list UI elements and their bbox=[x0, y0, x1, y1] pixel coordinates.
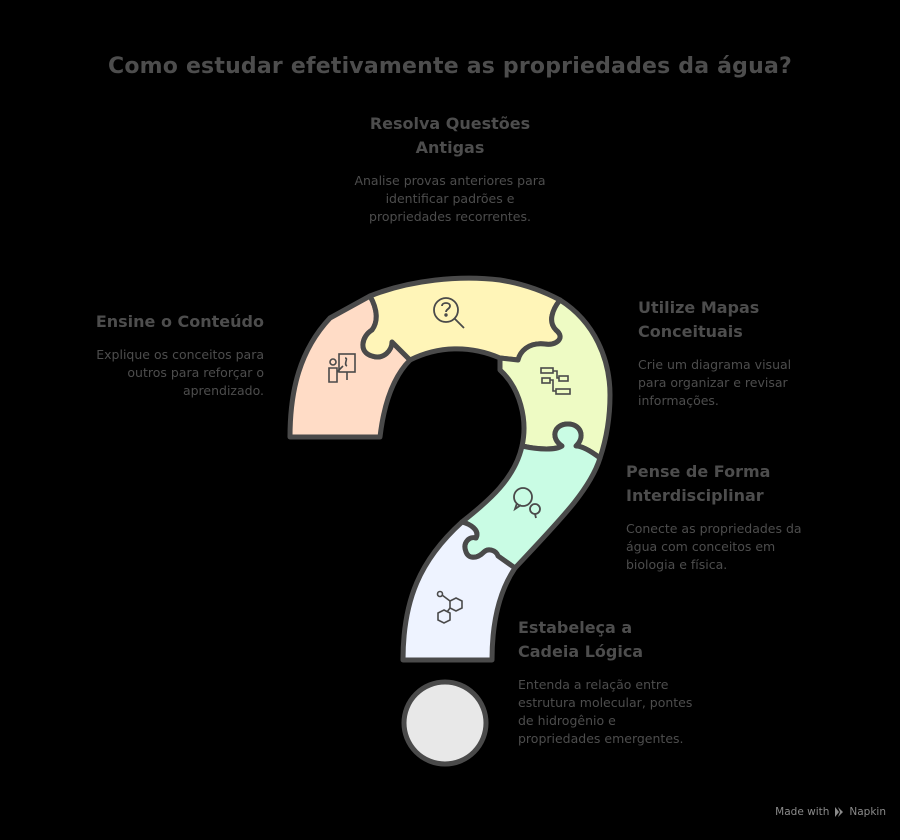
concept-map-icon bbox=[540, 367, 571, 395]
question-mark-dot bbox=[401, 679, 489, 767]
page-title: Como estudar efetivamente as propriedade… bbox=[107, 54, 793, 79]
step-description: Analise provas anteriores para identific… bbox=[320, 172, 580, 226]
footer-attribution: Made with Napkin bbox=[775, 806, 886, 818]
description-line: aprendizado. bbox=[182, 383, 264, 398]
teacher-board-icon bbox=[328, 353, 356, 383]
description-line: biologia e física. bbox=[626, 557, 728, 572]
description-line: Crie um diagrama visual bbox=[638, 357, 792, 372]
made-with-label: Made with bbox=[775, 806, 830, 818]
step-description: Crie um diagrama visual para organizar e… bbox=[638, 356, 878, 410]
step-heading: Estabeleça a Cadeia Lógica bbox=[518, 616, 768, 664]
step-heading: Pense de Forma Interdisciplinar bbox=[626, 460, 876, 508]
description-line: Analise provas anteriores para bbox=[354, 173, 546, 188]
heading-line: Pense de Forma bbox=[626, 462, 771, 481]
description-line: informações. bbox=[638, 393, 719, 408]
piece-interdisciplinar bbox=[459, 421, 603, 571]
head-question-search-icon bbox=[433, 297, 465, 329]
description-line: para organizar e revisar bbox=[638, 375, 788, 390]
description-line: identificar padrões e bbox=[385, 191, 515, 206]
description-line: outros para reforçar o bbox=[127, 365, 264, 380]
step-description: Entenda a relação entre estrutura molecu… bbox=[518, 676, 768, 748]
step-description: Conecte as propriedades da água com conc… bbox=[626, 520, 876, 574]
description-line: Explique os conceitos para bbox=[96, 347, 264, 362]
step-cadeia: Estabeleça a Cadeia Lógica Entenda a rel… bbox=[518, 616, 768, 748]
heading-line: Utilize Mapas bbox=[638, 298, 760, 317]
heading-line: Cadeia Lógica bbox=[518, 642, 644, 661]
description-line: Conecte as propriedades da bbox=[626, 521, 802, 536]
step-heading: Resolva Questões Antigas bbox=[320, 112, 580, 160]
molecule-icon bbox=[436, 590, 463, 624]
heading-line: Resolva Questões bbox=[369, 114, 531, 133]
description-line: propriedades recorrentes. bbox=[369, 209, 531, 224]
step-heading: Ensine o Conteúdo bbox=[40, 310, 264, 334]
step-interdisciplinar: Pense de Forma Interdisciplinar Conecte … bbox=[626, 460, 876, 574]
description-line: Entenda a relação entre bbox=[518, 677, 669, 692]
step-resolva: Resolva Questões Antigas Analise provas … bbox=[320, 112, 580, 226]
description-line: estrutura molecular, pontes bbox=[518, 695, 693, 710]
step-description: Explique os conceitos para outros para r… bbox=[40, 346, 264, 400]
description-line: de hidrogênio e bbox=[518, 713, 616, 728]
description-line: água com conceitos em bbox=[626, 539, 776, 554]
heading-line: Ensine o Conteúdo bbox=[95, 312, 264, 331]
step-mapas: Utilize Mapas Conceituais Crie um diagra… bbox=[638, 296, 878, 410]
heading-line: Estabeleça a bbox=[518, 618, 633, 637]
piece-cadeia bbox=[400, 519, 518, 663]
heading-line: Interdisciplinar bbox=[626, 486, 764, 505]
step-heading: Utilize Mapas Conceituais bbox=[638, 296, 878, 344]
step-ensine: Ensine o Conteúdo Explique os conceitos … bbox=[40, 310, 264, 400]
description-line: propriedades emergentes. bbox=[518, 731, 684, 746]
speech-bubbles-icon bbox=[513, 487, 541, 519]
heading-line: Antigas bbox=[415, 138, 485, 157]
heading-line: Conceituais bbox=[638, 322, 743, 341]
napkin-brand-label: Napkin bbox=[849, 806, 886, 818]
napkin-logo-icon bbox=[835, 807, 844, 817]
